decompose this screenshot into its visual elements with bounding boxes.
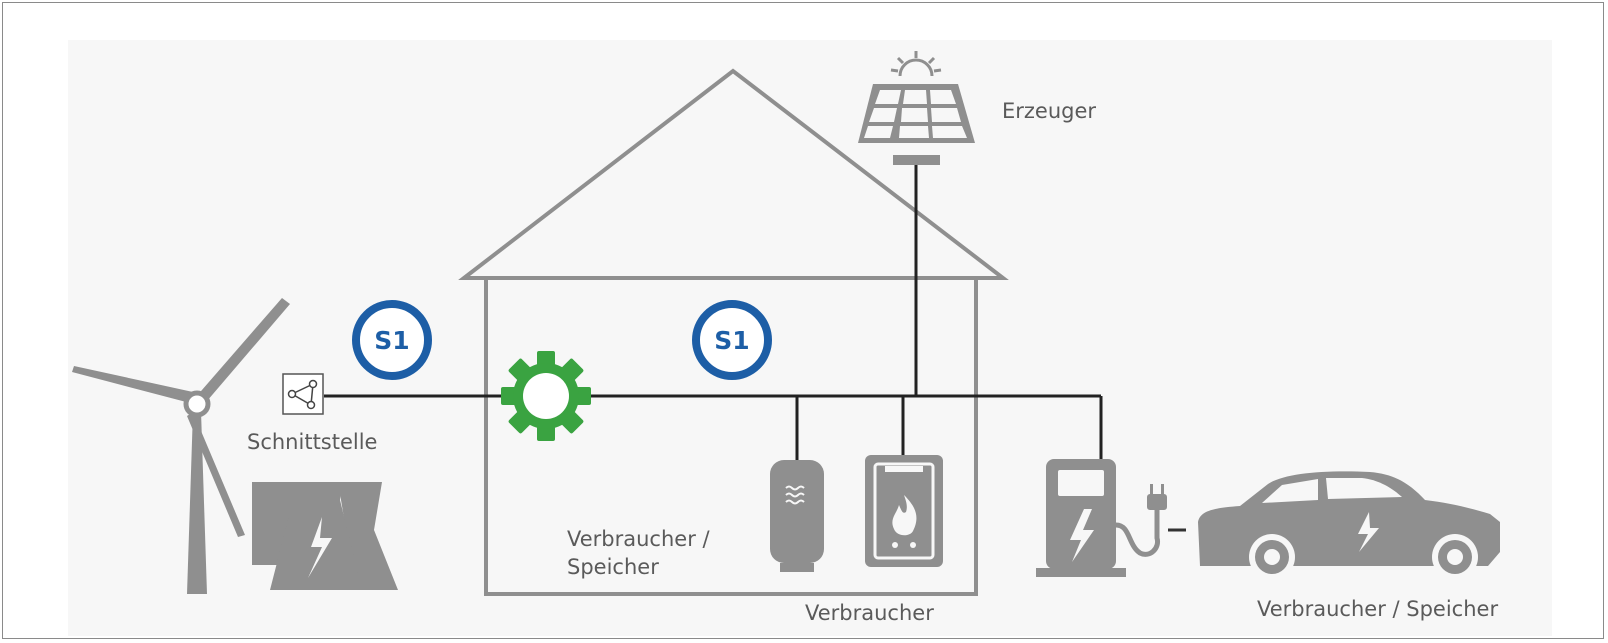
label-interface: Schnittstelle <box>247 430 378 454</box>
charging-station-icon <box>1036 459 1167 577</box>
s1-badge-left: S1 <box>352 300 432 380</box>
solar-panel-icon <box>858 51 975 165</box>
label-consumer-storage-left-1: Verbraucher / <box>567 527 710 551</box>
connection-lines <box>324 164 1103 460</box>
wind-turbine-icon <box>72 298 290 594</box>
water-storage-tank-icon <box>770 460 824 572</box>
power-plant-icon <box>252 482 398 590</box>
heater-icon <box>865 455 943 567</box>
label-consumer-storage-right: Verbraucher / Speicher <box>1257 597 1499 621</box>
label-producer: Erzeuger <box>1002 99 1097 123</box>
s1-badge-right-text: S1 <box>714 325 750 355</box>
s1-badge-right: S1 <box>692 300 772 380</box>
house-icon <box>458 68 1009 596</box>
gear-icon <box>501 351 591 441</box>
electric-car-icon <box>1198 471 1500 580</box>
label-consumer: Verbraucher <box>805 601 934 625</box>
network-interface-icon <box>282 373 324 415</box>
s1-badge-left-text: S1 <box>374 325 410 355</box>
label-consumer-storage-left-2: Speicher <box>567 555 659 579</box>
